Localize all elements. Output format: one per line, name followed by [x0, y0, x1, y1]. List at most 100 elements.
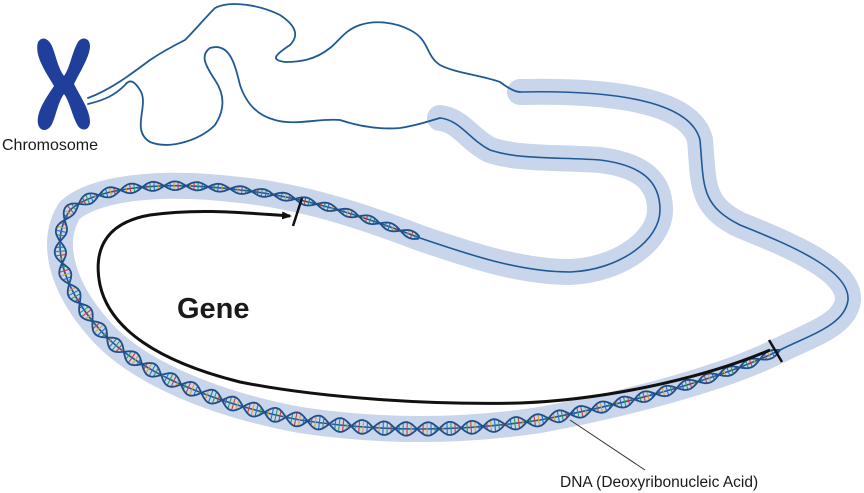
base-pair	[246, 403, 251, 414]
base-pair	[84, 313, 93, 320]
base-pair	[188, 382, 196, 396]
base-pair	[745, 360, 750, 369]
base-pair	[293, 412, 298, 427]
base-pair	[349, 210, 353, 218]
base-pair	[537, 414, 541, 427]
base-pair	[216, 395, 221, 403]
base-pair	[217, 183, 219, 192]
base-pair	[770, 349, 775, 357]
base-pair	[227, 396, 233, 409]
base-pair	[211, 391, 218, 404]
base-pair	[474, 421, 477, 434]
base-pair	[55, 229, 67, 233]
base-pair	[259, 407, 262, 416]
base-pair	[67, 286, 77, 292]
base-pair	[129, 183, 132, 194]
base-pair	[108, 338, 118, 348]
base-pair	[221, 184, 223, 192]
helix-backbone	[55, 180, 781, 437]
base-pair	[493, 419, 497, 432]
base-pair	[684, 380, 689, 390]
base-pair	[665, 385, 670, 396]
base-pair	[111, 340, 121, 351]
base-pair	[59, 268, 70, 273]
base-pair	[163, 372, 170, 383]
base-pair	[322, 417, 325, 429]
base-pair	[345, 208, 350, 217]
base-pair	[622, 396, 627, 408]
base-pair	[595, 403, 599, 413]
base-pair	[280, 192, 283, 200]
base-pair	[133, 183, 136, 193]
base-pair	[182, 382, 187, 390]
base-pair	[57, 225, 68, 230]
gene-arrow	[96, 209, 771, 405]
base-pair	[266, 409, 270, 418]
base-pair	[66, 205, 75, 214]
base-pair	[497, 420, 500, 430]
base-pair	[108, 187, 113, 197]
base-pair	[387, 222, 391, 231]
base-pair	[533, 415, 537, 427]
base-pair	[303, 197, 307, 206]
base-pair	[230, 397, 237, 411]
base-pair	[418, 236, 421, 239]
base-pair	[79, 306, 90, 314]
base-pair	[707, 373, 712, 383]
base-pair	[264, 189, 267, 197]
base-pair	[152, 367, 159, 377]
base-pair	[346, 421, 349, 430]
base-pair	[175, 379, 180, 387]
base-pair	[148, 364, 157, 377]
gene-label: Gene	[177, 293, 250, 325]
base-pair	[149, 182, 151, 191]
base-pair	[68, 289, 80, 297]
base-pair	[96, 327, 107, 337]
base-pair	[342, 418, 345, 432]
base-pair	[125, 185, 128, 193]
base-pair	[224, 397, 228, 406]
base-pair	[580, 405, 584, 418]
base-pair	[81, 309, 92, 318]
base-pair	[576, 407, 580, 418]
base-pair	[364, 215, 369, 223]
base-pair	[406, 230, 410, 237]
base-pair	[509, 419, 512, 429]
base-pair	[89, 193, 94, 203]
base-pair	[260, 188, 263, 197]
base-pair	[63, 209, 73, 216]
base-pair	[767, 351, 772, 359]
base-pair	[85, 194, 91, 205]
base-pair	[661, 387, 666, 397]
base-pair	[337, 418, 341, 432]
base-pair	[317, 415, 321, 430]
base-pair	[113, 187, 116, 195]
base-pair	[322, 202, 326, 210]
base-pair	[207, 389, 214, 403]
base-pair	[297, 413, 302, 427]
base-pair	[722, 369, 727, 377]
helix-backbone	[53, 180, 781, 437]
base-pair	[278, 410, 282, 422]
base-pair	[270, 407, 275, 421]
base-pair	[556, 410, 561, 423]
base-pair	[193, 385, 199, 396]
gene-end-marker	[767, 339, 784, 363]
base-pair	[115, 343, 123, 353]
base-pair	[166, 373, 174, 386]
base-pair	[470, 420, 473, 434]
chromatin-strand-upper	[87, 3, 521, 99]
base-pair	[213, 184, 215, 191]
base-pair	[93, 324, 104, 334]
base-pair	[204, 389, 210, 400]
base-pair	[307, 198, 311, 206]
base-pair	[62, 276, 72, 281]
base-pair	[513, 417, 517, 430]
base-pair	[603, 401, 607, 412]
chromosome-icon	[37, 38, 90, 130]
base-pair	[127, 351, 137, 364]
base-pair	[748, 359, 753, 368]
chromatin-strand-loop	[87, 46, 441, 146]
base-pair	[55, 253, 66, 257]
